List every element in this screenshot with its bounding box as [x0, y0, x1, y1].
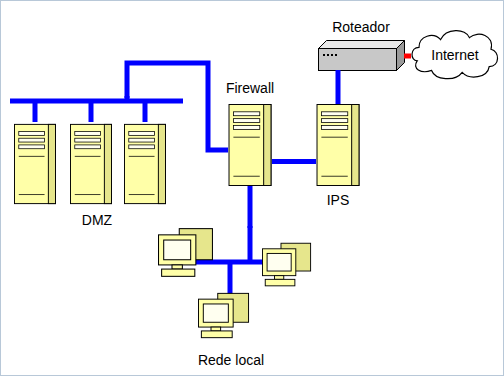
cloud-label: Internet [431, 47, 478, 64]
dmz-server [14, 124, 55, 203]
dmz-server [124, 124, 165, 203]
dmz-server [70, 124, 111, 203]
network-link [248, 186, 253, 228]
network-link [404, 54, 411, 59]
lan-pc [159, 229, 213, 277]
dmz-bus [10, 96, 183, 122]
node-label: Firewall [226, 80, 274, 97]
network-node: Firewall [228, 104, 272, 186]
node-label: Roteador [332, 19, 390, 36]
ips-server [317, 104, 359, 185]
network-node: Roteador [318, 42, 404, 70]
lan-pc [198, 293, 248, 337]
network-link [272, 159, 316, 164]
network-node: IPS [316, 104, 360, 186]
firewall-server [229, 104, 271, 185]
cloud-node: Internet [410, 28, 500, 82]
router-symbol [319, 41, 405, 71]
node-label: IPS [327, 192, 350, 209]
network-node: DMZ [8, 98, 186, 232]
node-label: Rede local [198, 352, 264, 369]
node-label: DMZ [82, 212, 112, 229]
network-link [336, 70, 341, 104]
network-node: Rede local [150, 228, 312, 372]
lan-pc [262, 243, 310, 286]
network-link [127, 63, 228, 150]
